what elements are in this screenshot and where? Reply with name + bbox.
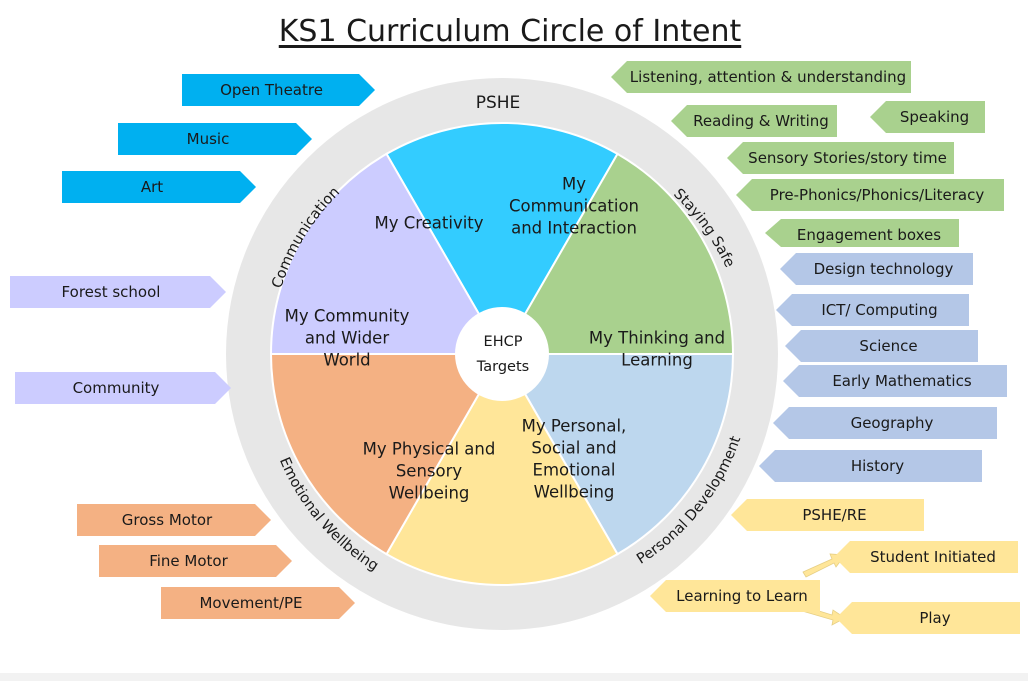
tag-art: Art	[62, 171, 256, 203]
tag-gross-motor: Gross Motor	[77, 504, 271, 536]
tag-geography: Geography	[773, 407, 997, 439]
segment-creativity	[385, 121, 619, 357]
tag-reading-writing: Reading & Writing	[671, 105, 837, 137]
segment-label-personal: Wellbeing	[534, 483, 615, 502]
tag-community: Community	[15, 372, 231, 404]
tag-play: Play	[836, 602, 1020, 634]
tag-listening-attention: Listening, attention & understanding	[611, 61, 911, 93]
page-title: KS1 Curriculum Circle of Intent	[278, 14, 742, 49]
segment-label-thinking: My Thinking and	[589, 329, 725, 348]
tag-ict-computing: ICT/ Computing	[776, 294, 969, 326]
tag-open-theatre: Open Theatre	[182, 74, 375, 106]
segment-physical	[269, 353, 504, 556]
segment-label-communication: Communication	[509, 197, 639, 216]
segment-communication	[500, 152, 735, 355]
tag-sensory-stories: Sensory Stories/story time	[727, 142, 954, 174]
tag-design-technology: Design technology	[780, 253, 973, 285]
tag-early-mathematics: Early Mathematics	[783, 365, 1007, 397]
bottom-strip	[0, 673, 1028, 681]
segment-label-community: My Community	[285, 307, 410, 326]
tag-forest-school: Forest school	[10, 276, 226, 308]
tag-speaking: Speaking	[870, 101, 985, 133]
segment-label-community: and Wider	[305, 329, 389, 348]
center-text-line2: Targets	[476, 359, 529, 375]
segment-label-personal: Emotional	[533, 461, 616, 480]
tag-music: Music	[118, 123, 312, 155]
segment-label-personal: My Personal,	[522, 417, 627, 436]
tag-engagement-boxes: Engagement boxes	[765, 219, 959, 247]
segment-label-creativity: My Creativity	[374, 214, 483, 233]
segment-label-community: World	[323, 351, 370, 370]
segment-thinking	[500, 353, 735, 556]
segment-label-communication: My	[562, 175, 586, 194]
segment-community	[269, 152, 504, 355]
tag-history: History	[759, 450, 982, 482]
tag-movement-pe: Movement/PE	[161, 587, 355, 619]
tag-science: Science	[785, 330, 978, 362]
ring-label-pshe: PSHE	[476, 93, 521, 113]
center-circle	[455, 307, 549, 401]
segment-label-personal: Social and	[531, 439, 616, 458]
tag-pre-phonics: Pre-Phonics/Phonics/Literacy	[736, 179, 1004, 211]
tag-learning-to-learn: Learning to Learn	[650, 580, 820, 612]
segment-label-communication: and Interaction	[511, 219, 637, 238]
center-text-line1: EHCP	[484, 334, 523, 350]
tag-fine-motor: Fine Motor	[99, 545, 292, 577]
segment-personal	[385, 351, 619, 587]
segment-label-thinking: Learning	[621, 351, 693, 370]
segment-label-physical: My Physical and	[363, 440, 496, 459]
segment-label-physical: Sensory	[396, 462, 463, 481]
tag-student-initiated: Student Initiated	[834, 541, 1018, 573]
tag-pshe-re: PSHE/RE	[731, 499, 924, 531]
segment-label-physical: Wellbeing	[389, 484, 470, 503]
